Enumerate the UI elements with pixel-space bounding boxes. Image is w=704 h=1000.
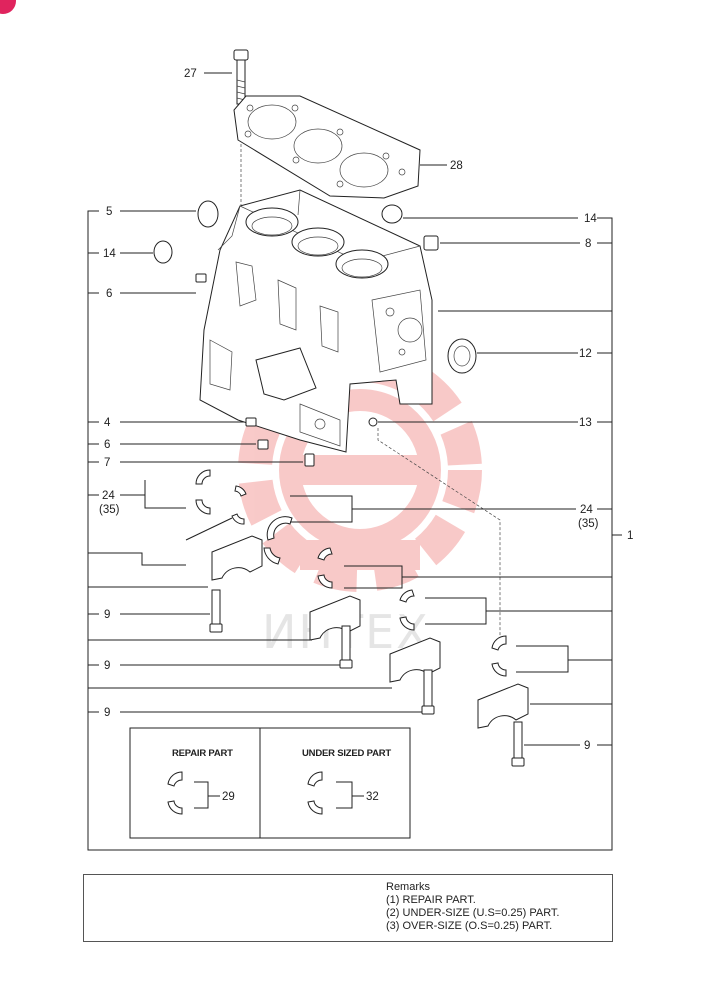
callout-24-right: 24 bbox=[580, 504, 593, 516]
plug-part bbox=[153, 200, 439, 283]
callout-28: 28 bbox=[450, 160, 463, 172]
callout-9-b: 9 bbox=[104, 660, 110, 672]
callout-5: 5 bbox=[106, 206, 112, 218]
frame-lines bbox=[87, 210, 622, 851]
remarks-box: Remarks (1) REPAIR PART. (2) UNDER-SIZE … bbox=[83, 874, 613, 942]
remarks-text: Remarks (1) REPAIR PART. (2) UNDER-SIZE … bbox=[386, 881, 560, 933]
main-bearing-shell-parts bbox=[195, 469, 507, 677]
callout-9-d: 9 bbox=[584, 740, 590, 752]
under-sized-part-title: UNDER SIZED PART bbox=[302, 748, 391, 759]
leader-lines-caps bbox=[88, 517, 612, 705]
callout-6-lower: 6 bbox=[104, 439, 110, 451]
callout-27: 27 bbox=[184, 68, 197, 80]
callout-14-left: 14 bbox=[103, 248, 116, 260]
callout-14-right: 14 bbox=[584, 213, 597, 225]
plug-13-part bbox=[368, 417, 378, 427]
callout-7: 7 bbox=[104, 457, 110, 469]
repair-part-title: REPAIR PART bbox=[172, 748, 233, 759]
callout-8: 8 bbox=[585, 238, 591, 250]
small-plug-parts bbox=[245, 417, 315, 467]
callout-24-left: 24 bbox=[102, 490, 115, 502]
callout-12: 12 bbox=[579, 348, 592, 360]
cylinder-block-part bbox=[199, 189, 433, 453]
under-sized-part-inset: UNDER SIZED PART 32 bbox=[259, 727, 411, 839]
callout-9-a: 9 bbox=[104, 609, 110, 621]
repair-part-inset: REPAIR PART 29 bbox=[129, 727, 261, 839]
callout-35-right: (35) bbox=[578, 518, 599, 530]
callout-35-left: (35) bbox=[99, 504, 120, 516]
callout-9-c: 9 bbox=[104, 707, 110, 719]
camshaft-bushing-part bbox=[447, 338, 477, 374]
remarks-line-2: (2) UNDER-SIZE (U.S=0.25) PART. bbox=[386, 907, 560, 919]
head-gasket-part bbox=[233, 95, 421, 199]
watermark-gear-icon bbox=[238, 348, 482, 592]
remarks-line-3: (3) OVER-SIZE (O.S=0.25) PART. bbox=[386, 920, 553, 932]
callout-13: 13 bbox=[579, 417, 592, 429]
cap-bolt-parts bbox=[209, 589, 525, 767]
callout-6-upper: 6 bbox=[106, 288, 112, 300]
remarks-line-1: (1) REPAIR PART. bbox=[386, 894, 476, 906]
remarks-title: Remarks bbox=[386, 881, 431, 893]
callout-32: 32 bbox=[366, 791, 379, 803]
callout-29: 29 bbox=[222, 791, 235, 803]
callout-1: 1 bbox=[627, 530, 633, 542]
callout-4: 4 bbox=[104, 417, 111, 429]
